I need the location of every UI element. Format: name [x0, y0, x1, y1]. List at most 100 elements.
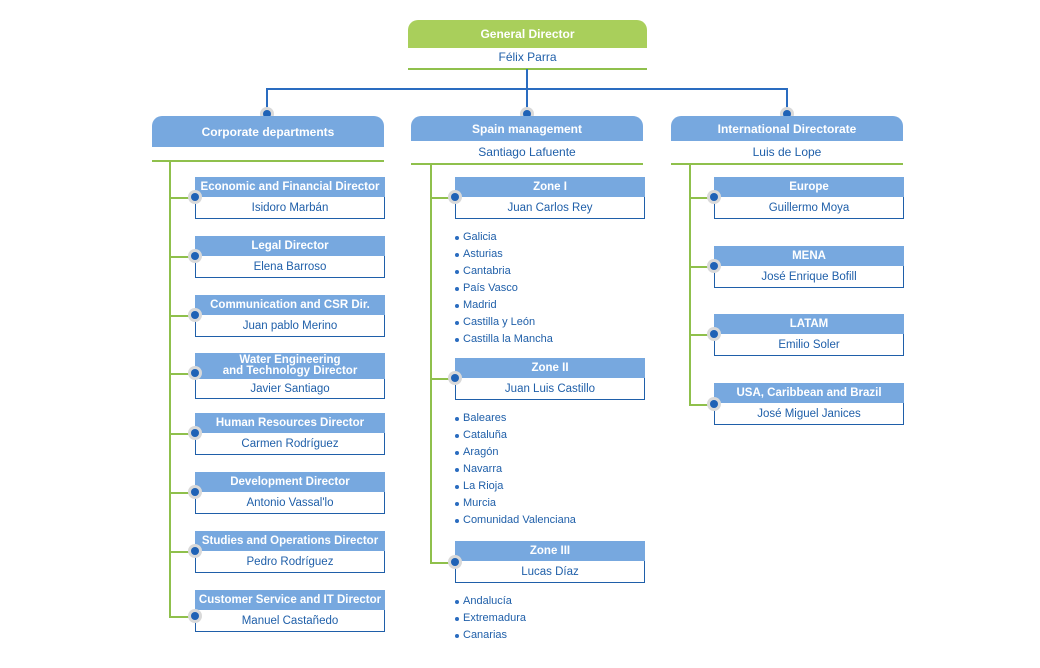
- list-item: Cantabria: [455, 263, 553, 280]
- list-item: Galicia: [455, 229, 553, 246]
- box-name: Elena Barroso: [195, 256, 385, 278]
- general-director-header: General Director: [408, 20, 647, 48]
- box-name: José Miguel Janices: [714, 403, 904, 425]
- list-item: Castilla y León: [455, 314, 553, 331]
- node: [188, 308, 202, 322]
- spain-management-title: Spain management: [471, 121, 583, 136]
- international-trunk: [689, 163, 691, 405]
- list-item: Cataluña: [455, 427, 576, 444]
- box-title: Zone II: [455, 358, 645, 378]
- box-mena: MENA José Enrique Bofill: [714, 246, 904, 288]
- branch: [689, 266, 714, 268]
- list-item: Extremadura: [455, 610, 526, 627]
- box-communication-csr: Communication and CSR Dir. Juan pablo Me…: [195, 295, 385, 337]
- branch: [430, 197, 455, 199]
- branch: [169, 373, 195, 375]
- spain-management-name-row: Santiago Lafuente: [411, 141, 643, 165]
- branch: [169, 433, 195, 435]
- connector-right-down: [786, 88, 788, 113]
- node: [707, 259, 721, 273]
- box-title: LATAM: [714, 314, 904, 334]
- box-name: Emilio Soler: [714, 334, 904, 356]
- general-director-name-row: Félix Parra: [408, 46, 647, 70]
- international-directorate-title: International Directorate: [717, 121, 857, 136]
- international-directorate-header: International Directorate: [671, 116, 903, 141]
- node: [707, 397, 721, 411]
- list-item: Navarra: [455, 461, 576, 478]
- box-title: Zone I: [455, 177, 645, 197]
- node: [188, 190, 202, 204]
- node: [188, 544, 202, 558]
- box-zone-3: Zone III Lucas Díaz: [455, 541, 645, 583]
- corporate-trunk: [169, 160, 171, 617]
- connector-general-down: [526, 69, 528, 113]
- list-item: Aragón: [455, 444, 576, 461]
- connector-top-horizontal: [266, 88, 788, 90]
- branch: [169, 492, 195, 494]
- box-title: MENA: [714, 246, 904, 266]
- list-item: Murcia: [455, 495, 576, 512]
- node: [188, 485, 202, 499]
- box-name: Pedro Rodríguez: [195, 551, 385, 573]
- branch: [169, 197, 195, 199]
- list-item: Andalucía: [455, 593, 526, 610]
- box-customer-service-it: Customer Service and IT Director Manuel …: [195, 590, 385, 632]
- general-director-name: Félix Parra: [498, 50, 557, 64]
- node: [448, 555, 462, 569]
- zone-2-regions: Baleares Cataluña Aragón Navarra La Rioj…: [455, 410, 576, 529]
- box-name: Juan Luis Castillo: [455, 378, 645, 400]
- box-name: Manuel Castañedo: [195, 610, 385, 632]
- box-name: Isidoro Marbán: [195, 197, 385, 219]
- box-title: Legal Director: [195, 236, 385, 256]
- box-title: Human Resources Director: [195, 413, 385, 433]
- box-studies-operations: Studies and Operations Director Pedro Ro…: [195, 531, 385, 573]
- general-director-title: General Director: [480, 27, 575, 41]
- box-development: Development Director Antonio Vassal'lo: [195, 472, 385, 514]
- box-name: Antonio Vassal'lo: [195, 492, 385, 514]
- box-name: Juan Carlos Rey: [455, 197, 645, 219]
- list-item: Asturias: [455, 246, 553, 263]
- branch: [430, 562, 455, 564]
- node: [188, 366, 202, 380]
- box-title: USA, Caribbean and Brazil: [714, 383, 904, 403]
- zone-1-regions: Galicia Asturias Cantabria País Vasco Ma…: [455, 229, 553, 348]
- branch: [430, 378, 455, 380]
- box-name: José Enrique Bofill: [714, 266, 904, 288]
- list-item: La Rioja: [455, 478, 576, 495]
- box-legal: Legal Director Elena Barroso: [195, 236, 385, 278]
- node: [707, 327, 721, 341]
- box-name: Juan pablo Merino: [195, 315, 385, 337]
- list-item: Canarias: [455, 627, 526, 644]
- branch: [169, 315, 195, 317]
- spain-management-header: Spain management: [411, 116, 643, 141]
- box-name: Lucas Díaz: [455, 561, 645, 583]
- spain-management-name: Santiago Lafuente: [478, 145, 576, 159]
- box-title: Water Engineering and Technology Directo…: [195, 353, 385, 379]
- box-name: Carmen Rodríguez: [195, 433, 385, 455]
- list-item: Baleares: [455, 410, 576, 427]
- branch: [689, 404, 714, 406]
- node: [448, 190, 462, 204]
- box-zone-2: Zone II Juan Luis Castillo: [455, 358, 645, 400]
- corporate-underline: [152, 160, 384, 162]
- box-economic-financial: Economic and Financial Director Isidoro …: [195, 177, 385, 219]
- node: [448, 371, 462, 385]
- node: [188, 609, 202, 623]
- branch: [169, 256, 195, 258]
- box-title: Europe: [714, 177, 904, 197]
- box-title: Economic and Financial Director: [195, 177, 385, 197]
- branch: [169, 551, 195, 553]
- list-item: Madrid: [455, 297, 553, 314]
- international-directorate-name: Luis de Lope: [752, 145, 822, 159]
- box-title: Communication and CSR Dir.: [195, 295, 385, 315]
- node: [188, 426, 202, 440]
- corporate-departments-title: Corporate departments: [201, 124, 335, 139]
- list-item: Comunidad Valenciana: [455, 512, 576, 529]
- branch: [689, 197, 714, 199]
- node: [188, 249, 202, 263]
- box-title: Zone III: [455, 541, 645, 561]
- zone-3-regions: Andalucía Extremadura Canarias: [455, 593, 526, 644]
- box-title: Studies and Operations Director: [195, 531, 385, 551]
- branch: [689, 334, 714, 336]
- box-name: Javier Santiago: [195, 379, 385, 399]
